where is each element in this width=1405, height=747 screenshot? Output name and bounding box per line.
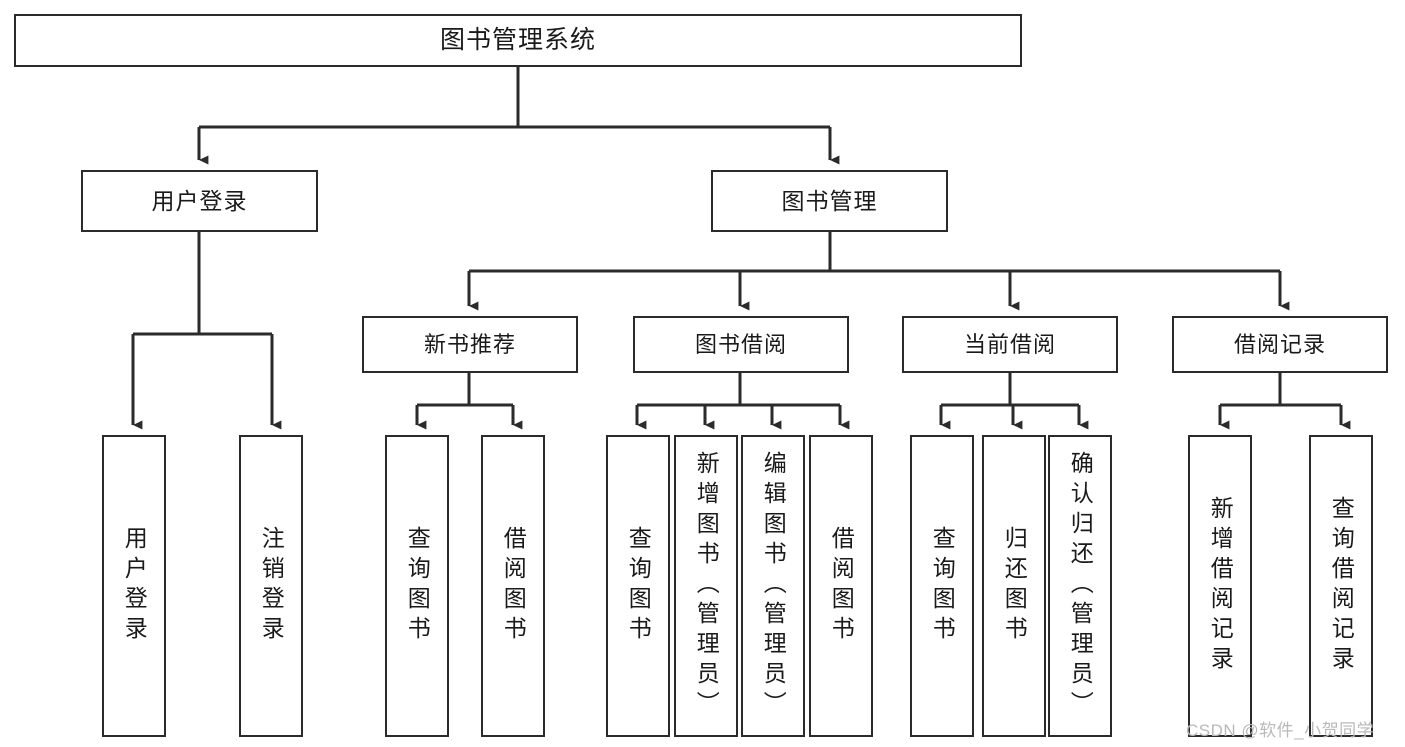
node-label: 查询图书 [625,526,652,646]
node-label: 借阅记录 [1233,331,1326,357]
leaf-node[interactable]: 借阅图书 [809,435,873,737]
node-label: 新书推荐 [423,331,516,357]
leaf-node[interactable]: 确认归还（管理员） [1048,435,1112,737]
node-label: 新增图书（管理员） [693,451,720,721]
node-label: 用户登录 [151,187,248,214]
node-label: 注销登录 [258,526,285,646]
leaf-node[interactable]: 用户登录 [102,435,166,737]
leaf-node[interactable]: 查询图书 [385,435,449,737]
node-label: 借阅图书 [828,526,855,646]
leaf-node[interactable]: 查询借阅记录 [1309,435,1373,737]
node-label: 当前借阅 [963,331,1056,357]
node-label: 图书借阅 [694,331,787,357]
node-book-borrowing[interactable]: 图书借阅 [633,316,849,373]
node-new-book-recommendation[interactable]: 新书推荐 [362,316,578,373]
node-label: 新增借阅记录 [1207,496,1234,676]
node-label: 归还图书 [1001,526,1028,646]
leaf-node[interactable]: 新增图书（管理员） [674,435,738,737]
node-label: 确认归还（管理员） [1067,451,1094,721]
leaf-node[interactable]: 查询图书 [910,435,974,737]
leaf-node[interactable]: 查询图书 [606,435,670,737]
node-label: 借阅图书 [500,526,527,646]
node-label: 图书管理系统 [439,26,596,55]
node-root-book-management-system[interactable]: 图书管理系统 [14,14,1022,67]
leaf-node[interactable]: 归还图书 [982,435,1046,737]
node-book-management[interactable]: 图书管理 [711,170,948,232]
csdn-watermark: CSDN @软件_小贺同学 [1186,721,1375,740]
leaf-node[interactable]: 新增借阅记录 [1188,435,1252,737]
node-user-login[interactable]: 用户登录 [81,170,318,232]
node-current-borrowing[interactable]: 当前借阅 [902,316,1118,373]
leaf-node[interactable]: 借阅图书 [481,435,545,737]
node-borrow-records[interactable]: 借阅记录 [1172,316,1388,373]
node-label: 查询借阅记录 [1328,496,1355,676]
leaf-node[interactable]: 编辑图书（管理员） [741,435,805,737]
node-label: 查询图书 [929,526,956,646]
node-label: 用户登录 [121,526,148,646]
leaf-node[interactable]: 注销登录 [239,435,303,737]
node-label: 查询图书 [404,526,431,646]
node-label: 编辑图书（管理员） [760,451,787,721]
node-label: 图书管理 [781,187,878,214]
